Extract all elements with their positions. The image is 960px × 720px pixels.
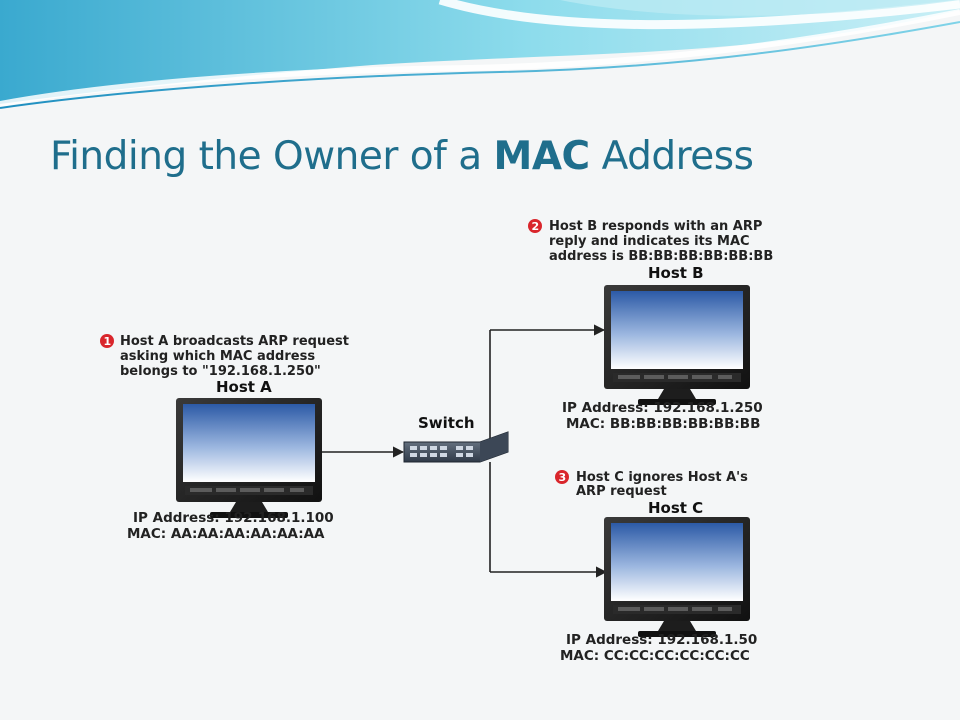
step-3-number: 3 — [559, 471, 567, 484]
connection-lines — [322, 324, 608, 578]
step-3-badge — [555, 470, 569, 484]
title-text-post: Address — [589, 134, 754, 179]
step-2-badge — [528, 219, 542, 233]
host-b-ip: IP Address: 192.168.1.250 — [562, 400, 763, 416]
host-c-mac: MAC: CC:CC:CC:CC:CC:CC — [560, 648, 750, 664]
step-3-line-1: Host C ignores Host A's — [576, 470, 748, 485]
host-c-ip: IP Address: 192.168.1.50 — [566, 632, 757, 648]
switch-device: Switch — [403, 414, 509, 463]
step-2-number: 2 — [532, 220, 540, 233]
header-wave-decoration — [0, 0, 960, 109]
step-1-line-1: Host A broadcasts ARP request — [120, 334, 349, 349]
host-a: 1 Host A broadcasts ARP request asking w… — [100, 334, 349, 542]
slide-title: Finding the Owner of a MAC Address — [50, 134, 754, 179]
host-b-monitor-icon — [604, 285, 750, 405]
host-c: 3 Host C ignores Host A's ARP request Ho… — [555, 470, 757, 664]
title-text-bold: MAC — [493, 134, 591, 179]
step-2-line-1: Host B responds with an ARP — [549, 219, 762, 234]
host-c-monitor-icon — [604, 517, 750, 637]
host-b-mac: MAC: BB:BB:BB:BB:BB:BB — [566, 416, 760, 432]
host-a-ip: IP Address: 192.168.1.100 — [133, 510, 334, 526]
host-a-name: Host A — [216, 378, 272, 396]
switch-label: Switch — [418, 414, 475, 432]
step-3-line-2: ARP request — [576, 484, 667, 499]
step-2-line-3: address is BB:BB:BB:BB:BB:BB — [549, 249, 773, 264]
host-b: 2 Host B responds with an ARP reply and … — [528, 219, 773, 432]
host-b-name: Host B — [648, 264, 704, 282]
step-1-line-3: belongs to "192.168.1.250" — [120, 364, 321, 379]
step-1-line-2: asking which MAC address — [120, 349, 315, 364]
host-a-mac: MAC: AA:AA:AA:AA:AA:AA — [127, 526, 325, 542]
host-a-monitor-icon — [176, 398, 322, 518]
step-1-badge — [100, 334, 114, 348]
step-1-number: 1 — [104, 335, 112, 348]
host-c-name: Host C — [648, 499, 703, 517]
step-2-line-2: reply and indicates its MAC — [549, 234, 750, 249]
title-text-pre: Finding the Owner of a — [50, 134, 494, 179]
